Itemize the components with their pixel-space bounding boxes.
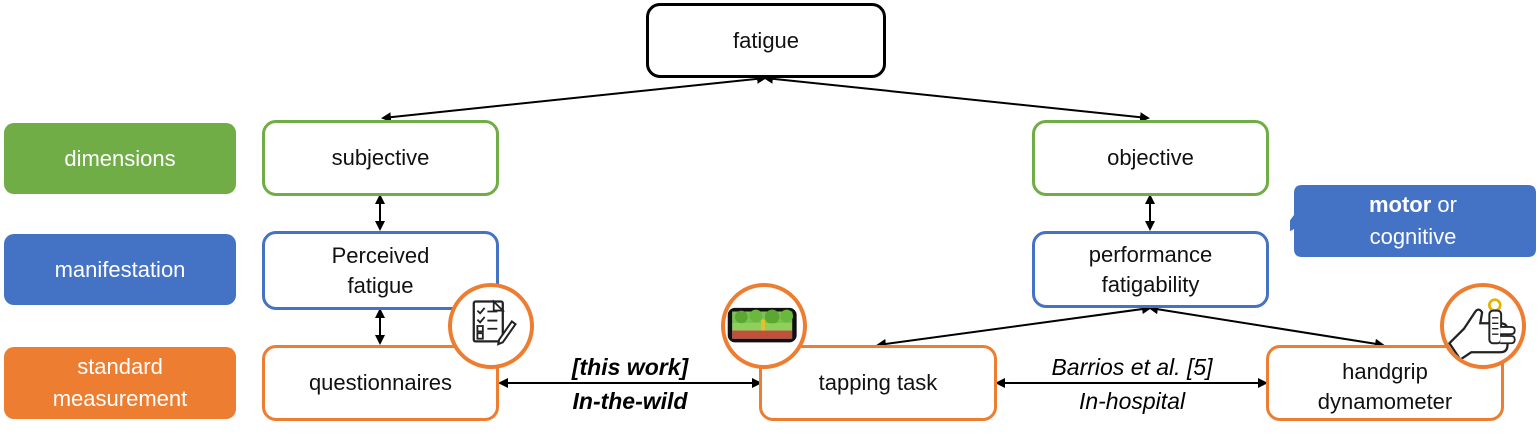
- node-questionnaires: questionnaires: [262, 345, 499, 421]
- node-handgrip-line2: dynamometer: [1317, 389, 1453, 414]
- node-tapping-label: tapping task: [818, 370, 938, 395]
- callout-motor-cognitive: motor or cognitive: [1290, 185, 1536, 257]
- node-performance-line2: fatigability: [1101, 271, 1200, 297]
- annotation-this-work: [this work] In-the-wild: [518, 350, 742, 418]
- node-objective-label: objective: [1107, 145, 1194, 170]
- edge-fatigue-objective: [763, 73, 1150, 123]
- row-label-measurement-line2: measurement: [52, 386, 188, 411]
- node-subjective: subjective: [262, 120, 499, 196]
- node-performance-fatigability: performance fatigability: [1032, 231, 1269, 308]
- node-subjective-label: subjective: [331, 145, 430, 170]
- questionnaire-icon: [448, 283, 534, 369]
- node-fatigue: fatigue: [646, 3, 886, 78]
- annotation-barrios: Barrios et al. [5] In-hospital: [1010, 350, 1254, 418]
- node-performance-line1: performance: [1088, 241, 1213, 267]
- annotation-barrios-line1: Barrios et al. [5]: [1051, 354, 1213, 380]
- node-fatigue-label: fatigue: [732, 27, 800, 53]
- row-label-standard-measurement: standard measurement: [4, 347, 236, 419]
- edge-performance-tapping: [876, 304, 1152, 349]
- edge-performance-handgrip: [1148, 304, 1385, 349]
- annotation-in-hospital: In-hospital: [1078, 388, 1186, 414]
- row-label-measurement-line1: standard: [77, 354, 163, 379]
- node-questionnaires-label: questionnaires: [308, 370, 453, 395]
- handgrip-icon: [1440, 283, 1526, 369]
- node-tapping-task: tapping task: [759, 345, 997, 421]
- callout-line2: cognitive: [1369, 224, 1457, 249]
- row-label-dimensions: dimensions: [4, 123, 236, 194]
- phone-game-icon: [721, 283, 807, 369]
- annotation-this-work-line1: [this work]: [571, 354, 689, 380]
- edge-fatigue-subjective: [381, 73, 767, 123]
- node-objective: objective: [1032, 120, 1269, 196]
- callout-or: or: [1431, 192, 1457, 217]
- row-label-dimensions-text: dimensions: [64, 145, 176, 171]
- node-handgrip-line1: handgrip: [1342, 359, 1428, 384]
- node-perceived-line2: fatigue: [347, 272, 414, 298]
- row-label-manifestation: manifestation: [4, 234, 236, 305]
- callout-shape: [1290, 185, 1536, 257]
- row-label-manifestation-text: manifestation: [54, 256, 186, 282]
- node-perceived-line1: Perceived: [331, 242, 430, 268]
- annotation-in-the-wild: In-the-wild: [572, 388, 688, 414]
- callout-bold: motor: [1368, 192, 1432, 217]
